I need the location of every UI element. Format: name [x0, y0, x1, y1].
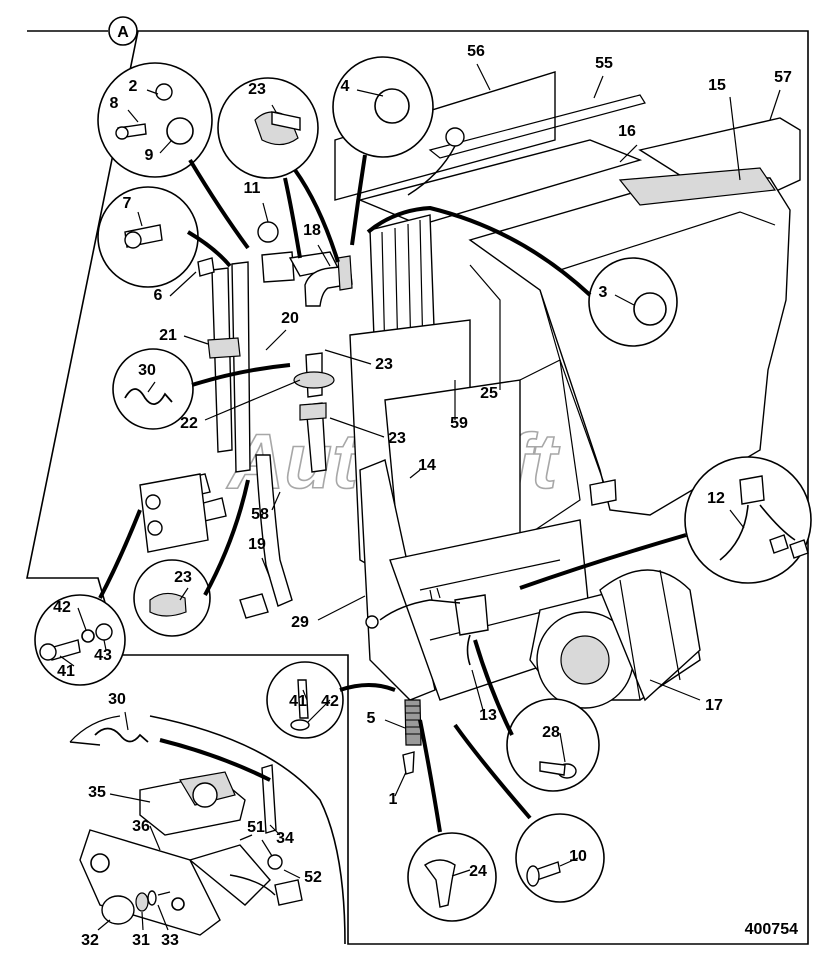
callout-label: 56 [467, 43, 485, 60]
callout-label: 15 [708, 77, 726, 94]
callout-label: 41 [57, 663, 75, 680]
callout-label: 57 [774, 69, 792, 86]
callout-label: 34 [276, 830, 294, 847]
callout-label: 13 [479, 707, 497, 724]
callout-label: 18 [303, 222, 321, 239]
callout-label: 51 [247, 819, 265, 836]
callout-label: 42 [321, 693, 339, 710]
callout-label: 23 [248, 81, 266, 98]
callout-label: 24 [469, 863, 487, 880]
callout-label: 14 [418, 457, 436, 474]
callout-label: 30 [108, 691, 126, 708]
callout-label: 31 [132, 932, 150, 949]
callout-label: 1 [389, 791, 398, 808]
detail-frame: A [26, 16, 809, 945]
callout-leaders [59, 63, 781, 931]
callout-label: 30 [138, 362, 156, 379]
reference-number: 400754 [745, 921, 798, 938]
callout-label: 36 [132, 818, 150, 835]
callout-label: 43 [94, 647, 112, 664]
heater-housing [334, 71, 801, 775]
callout-label: 28 [542, 724, 560, 741]
callout-labels: 1234567891011121314151617181920212223232… [53, 43, 792, 949]
callout-label: 20 [281, 310, 299, 327]
callout-label: 41 [289, 693, 307, 710]
callout-label: 7 [123, 195, 132, 212]
view-marker-label: A [117, 24, 129, 41]
callout-label: 23 [375, 356, 393, 373]
callout-label: 59 [450, 415, 468, 432]
callout-label: 4 [341, 78, 350, 95]
callout-label: 25 [480, 385, 498, 402]
callout-label: 58 [251, 506, 269, 523]
callout-label: 33 [161, 932, 179, 949]
callout-label: 52 [304, 869, 322, 886]
callout-label: 10 [569, 848, 587, 865]
coolant-pipes [139, 221, 353, 619]
callout-label: 6 [154, 287, 163, 304]
callout-label: 8 [110, 95, 119, 112]
callout-label: 21 [159, 327, 177, 344]
callout-label: 22 [180, 415, 198, 432]
callout-label: 9 [145, 147, 154, 164]
callout-label: 23 [174, 569, 192, 586]
callout-label: 32 [81, 932, 99, 949]
callout-label: 19 [248, 536, 266, 553]
callout-label: 29 [291, 614, 309, 631]
callout-label: 11 [244, 180, 261, 197]
callout-label: 16 [618, 123, 636, 140]
callout-label: 12 [707, 490, 725, 507]
callout-label: 2 [129, 78, 138, 95]
callout-label: 23 [388, 430, 406, 447]
callout-label: 55 [595, 55, 613, 72]
callout-label: 17 [705, 697, 723, 714]
callout-label: 5 [367, 710, 376, 727]
callout-label: 3 [599, 284, 608, 301]
callout-label: 42 [53, 599, 71, 616]
detail-circles [34, 56, 812, 922]
callout-label: 35 [88, 784, 106, 801]
heater-control-panel [69, 715, 346, 945]
detail-leaders [98, 154, 687, 833]
